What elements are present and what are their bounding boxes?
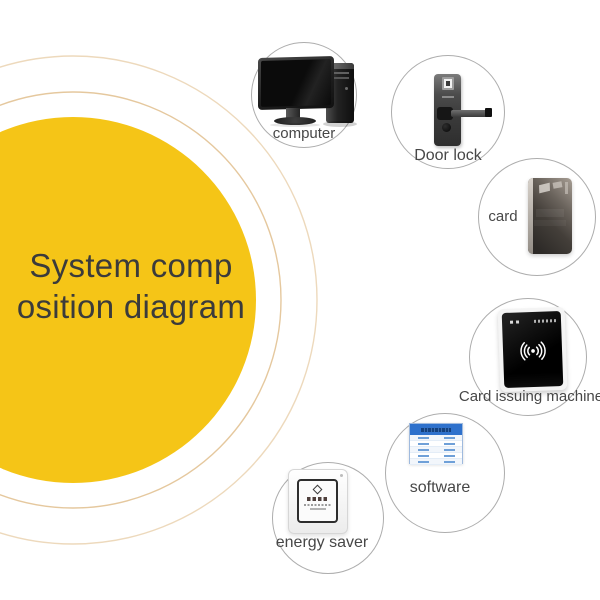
- outer-ring-arc: [0, 55, 318, 545]
- yellow-disc: [0, 117, 256, 483]
- item-circle-door-lock: [391, 55, 505, 169]
- energy-saver-diamond-icon: [312, 484, 323, 495]
- computer-screen: [261, 59, 331, 107]
- software-table-row: [410, 447, 462, 453]
- door-lock-handle-cap: [485, 108, 492, 117]
- issuer-frame: [497, 306, 568, 393]
- rfid-wave-icon: [519, 341, 546, 361]
- issuer-model-text: [533, 319, 557, 323]
- software-titlebar-text: [421, 428, 451, 432]
- energy-saver-text-line: [306, 497, 329, 501]
- item-circle-card: [478, 158, 596, 276]
- computer-stand-shadow: [270, 123, 320, 127]
- software-window: [409, 423, 463, 465]
- card-embossing: [536, 209, 564, 217]
- card-body: [528, 178, 572, 254]
- label-door-lock: Door lock: [414, 147, 482, 164]
- software-table-row: [410, 441, 462, 447]
- software-table-row: [410, 459, 462, 465]
- computer-monitor: [258, 56, 334, 110]
- issuer-led: [509, 320, 514, 324]
- software-icon: [386, 414, 504, 532]
- energy-saver-text-line: [304, 503, 331, 506]
- card-emblem: [565, 182, 568, 194]
- computer-tower-top: [326, 63, 354, 69]
- computer-stand-base: [274, 117, 316, 125]
- door-lock-icon: [392, 56, 504, 168]
- door-lock-card-slot: [442, 96, 454, 98]
- card-icon: [479, 159, 595, 275]
- issuer-led: [515, 320, 520, 324]
- label-energy-saver: energy saver: [275, 534, 369, 551]
- issuer-panel: [501, 310, 564, 389]
- computer-stand-neck: [286, 108, 300, 119]
- computer-tower-shadow: [323, 121, 357, 127]
- label-card-issuing-machine: Card issuing machine: [458, 388, 600, 405]
- item-circle-card-issuing-machine: [469, 298, 587, 416]
- door-lock-keyhole: [442, 123, 451, 132]
- label-software: software: [409, 479, 471, 496]
- title-line-1: System comp: [29, 247, 233, 284]
- computer-power-button: [345, 87, 348, 90]
- item-circle-software: [385, 413, 505, 533]
- issuer-reflection: [503, 371, 564, 389]
- energy-saver-indicator: [340, 474, 343, 477]
- software-table-row: [410, 453, 462, 459]
- door-lock-handle: [451, 110, 489, 117]
- inner-ring-arc: [0, 91, 282, 509]
- energy-saver-text-line: [309, 507, 326, 510]
- page-title: System comp osition diagram: [0, 245, 262, 327]
- computer-drive-slot: [331, 72, 349, 74]
- item-circle-energy-saver: [272, 462, 384, 574]
- computer-drive-slot: [331, 77, 349, 79]
- software-table: [410, 435, 462, 465]
- energy-saver-card-slot-panel: [297, 479, 338, 523]
- energy-saver-plate: [288, 469, 348, 534]
- software-titlebar: [410, 424, 462, 435]
- energy-saver-icon: [273, 463, 383, 573]
- title-line-2: osition diagram: [16, 288, 246, 325]
- card-issuing-machine-icon: [470, 299, 586, 415]
- door-lock-handle-pivot: [437, 107, 453, 120]
- door-lock-logo: [446, 81, 450, 86]
- card-embossing: [534, 220, 566, 226]
- label-card: card: [488, 208, 518, 225]
- computer-icon: [252, 43, 357, 147]
- software-table-row: [410, 435, 462, 441]
- item-circle-computer: [251, 42, 357, 148]
- card-edge-strip: [528, 178, 533, 254]
- label-computer: computer: [272, 125, 336, 142]
